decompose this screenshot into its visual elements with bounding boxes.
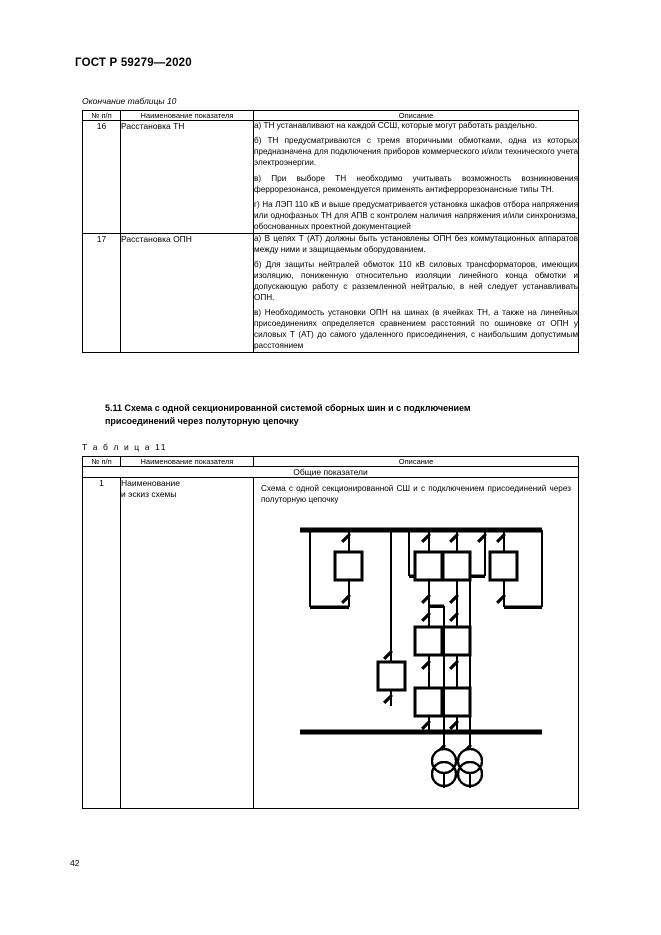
electrical-schematic-svg [300,527,544,788]
column-header-name: Наименование показателя [120,110,254,121]
row-description: а) ТН устанавливают на каждой ССШ, котор… [253,120,579,234]
disconnector-icon [495,533,506,544]
row-name: Расстановка ОПН [120,232,254,353]
disconnector-icon [340,533,351,544]
disconnector-icon [382,650,393,661]
single-line-diagram [254,506,578,788]
circuit-breaker-icon [333,550,364,582]
table-header-row: № п/п Наименование показателя Описание [82,456,579,467]
disconnector-icon [420,533,431,544]
description-paragraph: б) ТН предусматриваются с тремя вторичны… [254,136,578,168]
description-paragraph: а) ТН устанавливают на каждой ССШ, котор… [254,121,537,130]
circuit-breaker-icon [413,625,444,657]
table-row: 16 Расстановка ТН а) ТН устанавливают на… [82,120,579,234]
disconnector-icon [420,660,431,671]
disconnector-icon [448,720,459,731]
description-paragraph: г) На ЛЭП 110 кВ и выше предусматриваетс… [254,199,578,231]
standard-header: ГОСТ Р 59279—2020 [75,57,192,69]
circuit-breaker-icon [441,625,472,657]
row-number: 1 [82,477,121,809]
row-name: Наименование и эскиз схемы [120,477,254,809]
disconnector-icon [420,720,431,731]
row-name-line-2: и эскиз схемы [121,489,177,500]
row-number: 17 [82,232,121,353]
disconnector-icon [476,533,487,544]
description-paragraph: а) В цепях Т (АТ) должны быть установлен… [254,233,578,254]
disconnector-icon [382,694,393,705]
column-header-number: № п/п [82,110,121,121]
disconnector-icon [448,660,459,671]
transformer-1 [430,744,458,788]
row-name: Расстановка ТН [120,120,254,234]
transformer-2 [456,744,484,788]
disconnector-icon [340,594,351,605]
column-header-description: Описание [253,456,579,467]
scheme-description-text: Схема с одной секционированной СШ и с по… [261,484,571,504]
circuit-breaker-icon [441,550,472,582]
table-11-caption: Т а б л и ц а 11 [82,442,168,452]
section-heading-line-2: присоединений через полуторную цепочку [105,416,299,427]
bay-chain-1 [407,529,444,732]
disconnector-icon [448,612,459,623]
row-description: а) В цепях Т (АТ) должны быть установлен… [253,232,579,353]
description-paragraph: б) Для защиты нейтралей обмоток 110 кВ с… [254,259,578,302]
table-header-row: № п/п Наименование показателя Описание [82,110,579,121]
bay-left-loop [308,529,364,609]
table-11: № п/п Наименование показателя Описание О… [82,456,579,809]
disconnector-icon [495,594,506,605]
table-group-row: Общие показатели [82,466,579,478]
table-10: № п/п Наименование показателя Описание 1… [82,110,579,353]
section-heading-line-1: 5.11 Схема с одной секционированной сист… [105,403,471,413]
row-number: 16 [82,120,121,234]
column-header-description: Описание [253,110,579,121]
disconnector-icon [420,612,431,623]
circuit-breaker-icon [413,686,444,718]
description-paragraph: в) Необходимость установки ОПН на шинах … [254,308,578,350]
description-paragraph: в) При выборе ТН необходимо учитывать во… [254,173,578,194]
bay-chain-2 [441,529,472,732]
chain-tie-links [429,529,487,608]
bay-right-loop [488,529,544,609]
table-row: 17 Расстановка ОПН а) В цепях Т (АТ) дол… [82,232,579,353]
column-header-name: Наименование показателя [120,456,254,467]
circuit-breaker-icon [441,686,472,718]
table-10-caption: Окончание таблицы 10 [82,96,177,106]
disconnector-icon [448,533,459,544]
column-header-number: № п/п [82,456,121,467]
table-row: 1 Наименование и эскиз схемы Схема с одн… [82,477,579,809]
disconnector-icon [448,594,459,605]
page-number: 42 [70,858,80,868]
circuit-breaker-icon [413,550,444,582]
disconnector-icon [420,594,431,605]
row-description-with-diagram: Схема с одной секционированной СШ и с по… [253,477,579,809]
row-name-line-1: Наименование [121,478,180,488]
circuit-breaker-icon [488,550,519,582]
group-header-label: Общие показатели [82,466,579,478]
circuit-breaker-icon [376,660,407,692]
feeder-1 [376,529,407,706]
section-heading: 5.11 Схема с одной секционированной сист… [105,402,575,428]
